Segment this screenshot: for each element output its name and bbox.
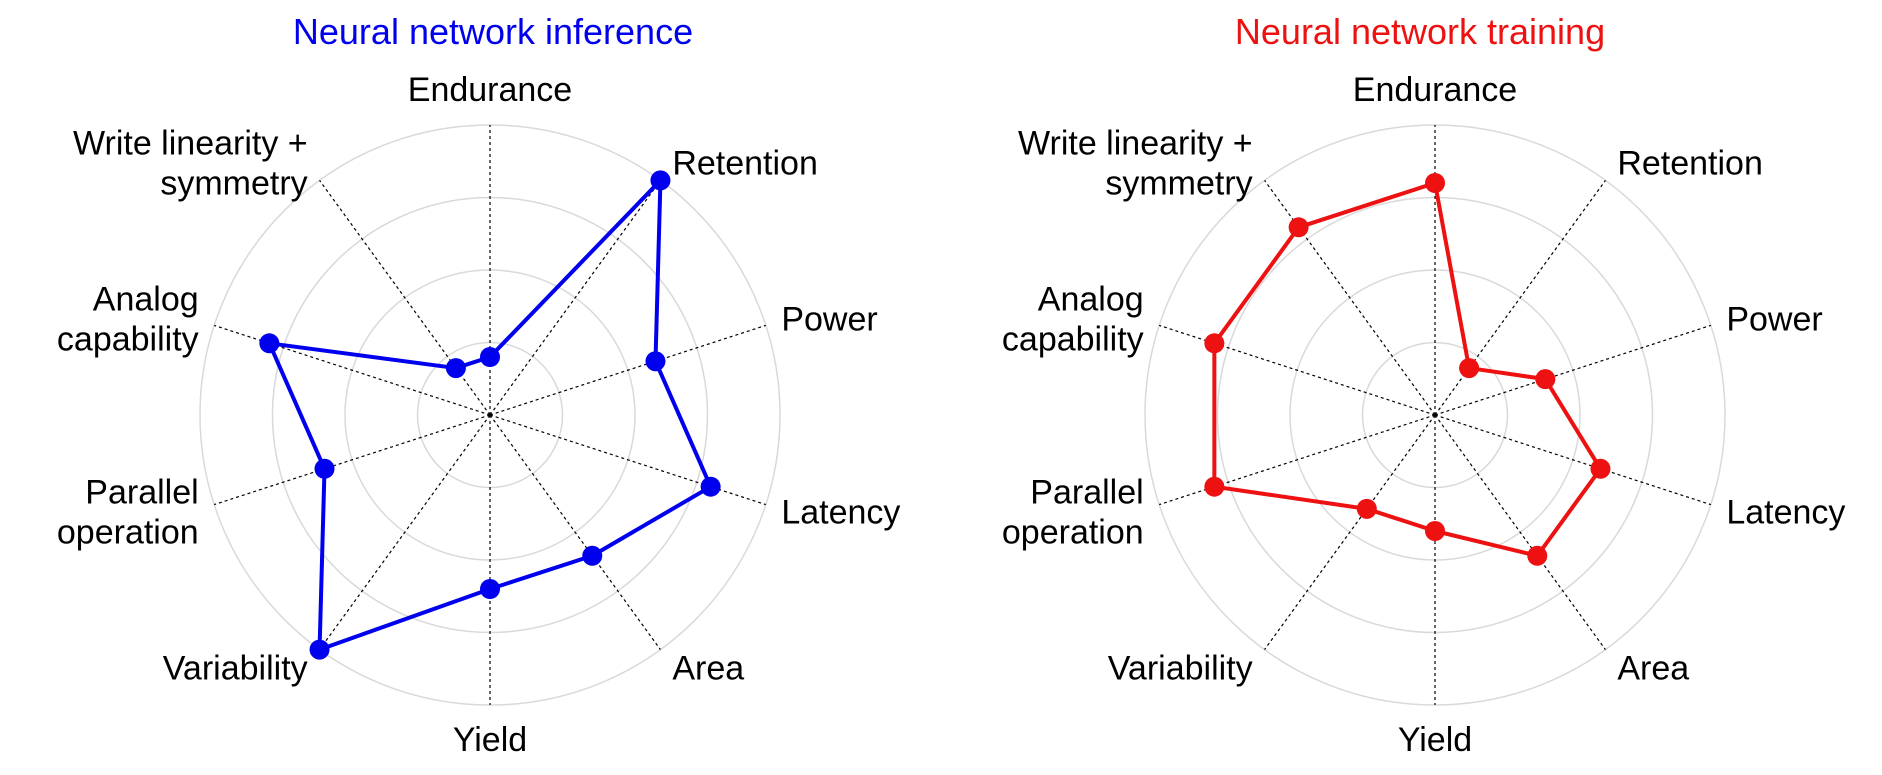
axis-label-line: operation [57,513,199,551]
axis-label-latency: Latency [781,493,900,531]
data-point-endurance [480,347,500,367]
axis-label-line: Yield [1398,721,1472,759]
axis-label-line: Endurance [1353,71,1517,109]
data-point-latency [700,476,721,497]
data-point-power [1535,369,1556,390]
axis-spoke [214,414,491,506]
data-point-area [582,545,603,566]
data-point-variability [1356,498,1377,519]
data-point-retention [1459,358,1480,379]
axis-spoke [1264,414,1436,650]
axis-label-write-linearity-symmetry: Write linearity +symmetry [73,125,308,203]
axis-label-variability: Variability [163,649,308,687]
axis-spoke [1434,324,1711,416]
data-point-endurance [1425,173,1445,193]
axis-label-endurance: Endurance [408,71,572,109]
axis-label-yield: Yield [453,721,527,759]
axis-label-line: capability [57,321,199,359]
axis-label-line: Parallel [1030,473,1143,511]
axis-label-write-linearity-symmetry: Write linearity +symmetry [1018,125,1253,203]
axis-label-line: Yield [453,721,527,759]
data-point-area [1527,545,1548,566]
axis-label-yield: Yield [1398,721,1472,759]
data-point-write-linearity-symmetry [445,358,466,379]
axis-spoke [1159,324,1436,416]
axis-label-retention: Retention [1617,145,1763,183]
axis-spoke [1434,414,1606,650]
axis-label-line: Retention [1617,145,1763,183]
data-point-yield [480,579,500,599]
axis-spoke [489,324,766,416]
axis-label-line: Latency [781,493,900,531]
data-point-retention [650,170,671,191]
chart-title-inference: Neural network inference [293,11,693,52]
axis-label-line: Power [1726,301,1822,339]
axis-label-line: Analog [1038,281,1144,319]
series-line [1212,181,1603,558]
axis-label-line: Variability [1108,649,1253,687]
axis-label-line: operation [1002,513,1144,551]
axis-spoke [489,414,661,650]
axis-label-power: Power [781,301,877,339]
data-point-latency [1590,458,1611,479]
axis-label-latency: Latency [1726,493,1845,531]
data-point-parallel-operation [314,458,335,479]
axis-spoke [489,414,766,506]
axis-label-line: Endurance [408,71,572,109]
axis-label-line: Area [672,649,744,687]
chart-title-training: Neural network training [1235,11,1605,52]
axis-spoke [489,180,661,416]
axis-label-line: Parallel [85,473,198,511]
axis-label-line: Latency [1726,493,1845,531]
data-point-parallel-operation [1204,476,1225,497]
data-point-yield [1425,521,1445,541]
axis-label-line: Retention [672,145,818,183]
axis-label-line: Analog [93,281,199,319]
axis-label-line: Power [781,301,877,339]
axis-label-line: Variability [163,649,308,687]
axis-label-power: Power [1726,301,1822,339]
axis-label-variability: Variability [1108,649,1253,687]
data-point-analog-capability [1204,333,1225,354]
axis-label-line: symmetry [1105,165,1252,203]
axis-label-line: symmetry [160,165,307,203]
axis-label-line: Area [1617,649,1689,687]
data-point-variability [309,639,330,660]
axis-label-line: capability [1002,321,1144,359]
data-point-analog-capability [259,333,280,354]
data-point-write-linearity-symmetry [1288,217,1309,238]
axis-spoke [1159,414,1436,506]
axis-label-line: Write linearity + [1018,125,1253,163]
axis-label-area: Area [672,649,744,687]
axis-spoke [1434,414,1711,506]
axis-label-area: Area [1617,649,1689,687]
axis-label-retention: Retention [672,145,818,183]
axis-label-line: Write linearity + [73,125,308,163]
axis-spoke [319,414,491,650]
axis-label-endurance: Endurance [1353,71,1517,109]
data-point-power [645,351,666,372]
